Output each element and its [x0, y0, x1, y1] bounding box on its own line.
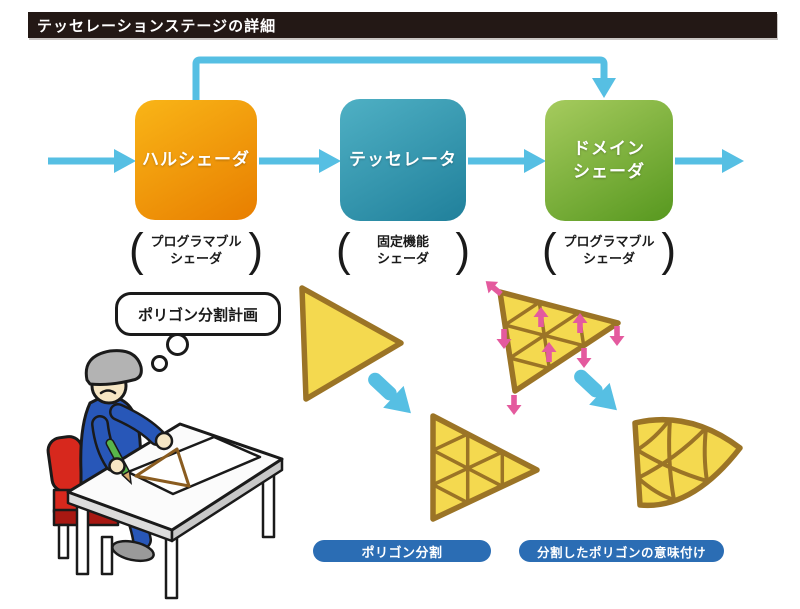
source-triangle — [299, 285, 404, 402]
type-text: 固定機能 — [376, 234, 429, 250]
pipeline-flow-arrows — [48, 56, 744, 173]
tessellator-type-label: ( 固定機能 シェーダ ) — [336, 224, 470, 277]
domain-shader-label-line2: シェーダ — [573, 161, 645, 181]
hull-shader-type-label: ( プログラマブル シェーダ ) — [129, 224, 263, 277]
close-paren: ) — [661, 224, 676, 277]
domain-shader-type-label: ( プログラマブル シェーダ ) — [542, 224, 676, 277]
close-paren: ) — [455, 224, 470, 277]
type-text: シェーダ — [582, 251, 635, 266]
domain-shader-box: ドメイン シェーダ — [545, 100, 673, 221]
hull-to-domain-bypass-arrow — [192, 56, 616, 100]
tessellated-triangle — [430, 413, 540, 522]
cap — [84, 349, 143, 386]
type-text: プログラマブル — [563, 234, 655, 250]
divide-step-arrow — [368, 372, 411, 414]
open-paren: ( — [336, 224, 351, 277]
tessellator-box: テッセレータ — [340, 99, 466, 221]
curved-tessellated-patch — [632, 416, 743, 509]
page-title: テッセレーションステージの詳細 — [28, 12, 777, 38]
close-paren: ) — [248, 224, 263, 277]
hull-to-tessellator-arrow — [259, 149, 341, 173]
person-drawing-triangle-at-desk — [46, 349, 284, 600]
output-arrow — [675, 149, 744, 173]
tessellated-triangle-with-normals — [485, 281, 625, 415]
domain-shader-label-line1: ドメイン — [573, 139, 645, 159]
caption-polygon-semantics: 分割したポリゴンの意味付け — [519, 540, 724, 562]
type-text: シェーダ — [376, 251, 429, 266]
left-hand — [108, 457, 126, 475]
shoe — [111, 539, 155, 563]
open-paren: ( — [542, 224, 557, 277]
sketched-triangle — [134, 447, 191, 488]
pencil-tip — [121, 469, 133, 485]
semantics-step-arrow — [574, 369, 617, 411]
input-arrow — [48, 149, 136, 173]
hull-shader-label: ハルシェーダ — [142, 149, 250, 169]
arms-and-pencil — [91, 403, 174, 485]
frown — [99, 389, 117, 395]
tessellator-label: テッセレータ — [349, 149, 457, 169]
thought-bubble: ポリゴン分割計画 — [115, 292, 281, 336]
thought-bubble-dot — [166, 333, 189, 356]
tessellator-to-domain-arrow — [468, 149, 546, 173]
open-paren: ( — [129, 224, 144, 277]
type-text: プログラマブル — [150, 234, 242, 250]
normal-arrows — [485, 281, 625, 415]
type-text: シェーダ — [169, 251, 222, 266]
hull-shader-box: ハルシェーダ — [135, 100, 257, 220]
caption-polygon-division: ポリゴン分割 — [313, 540, 491, 562]
right-hand — [154, 431, 174, 451]
thought-bubble-dot — [151, 355, 168, 372]
